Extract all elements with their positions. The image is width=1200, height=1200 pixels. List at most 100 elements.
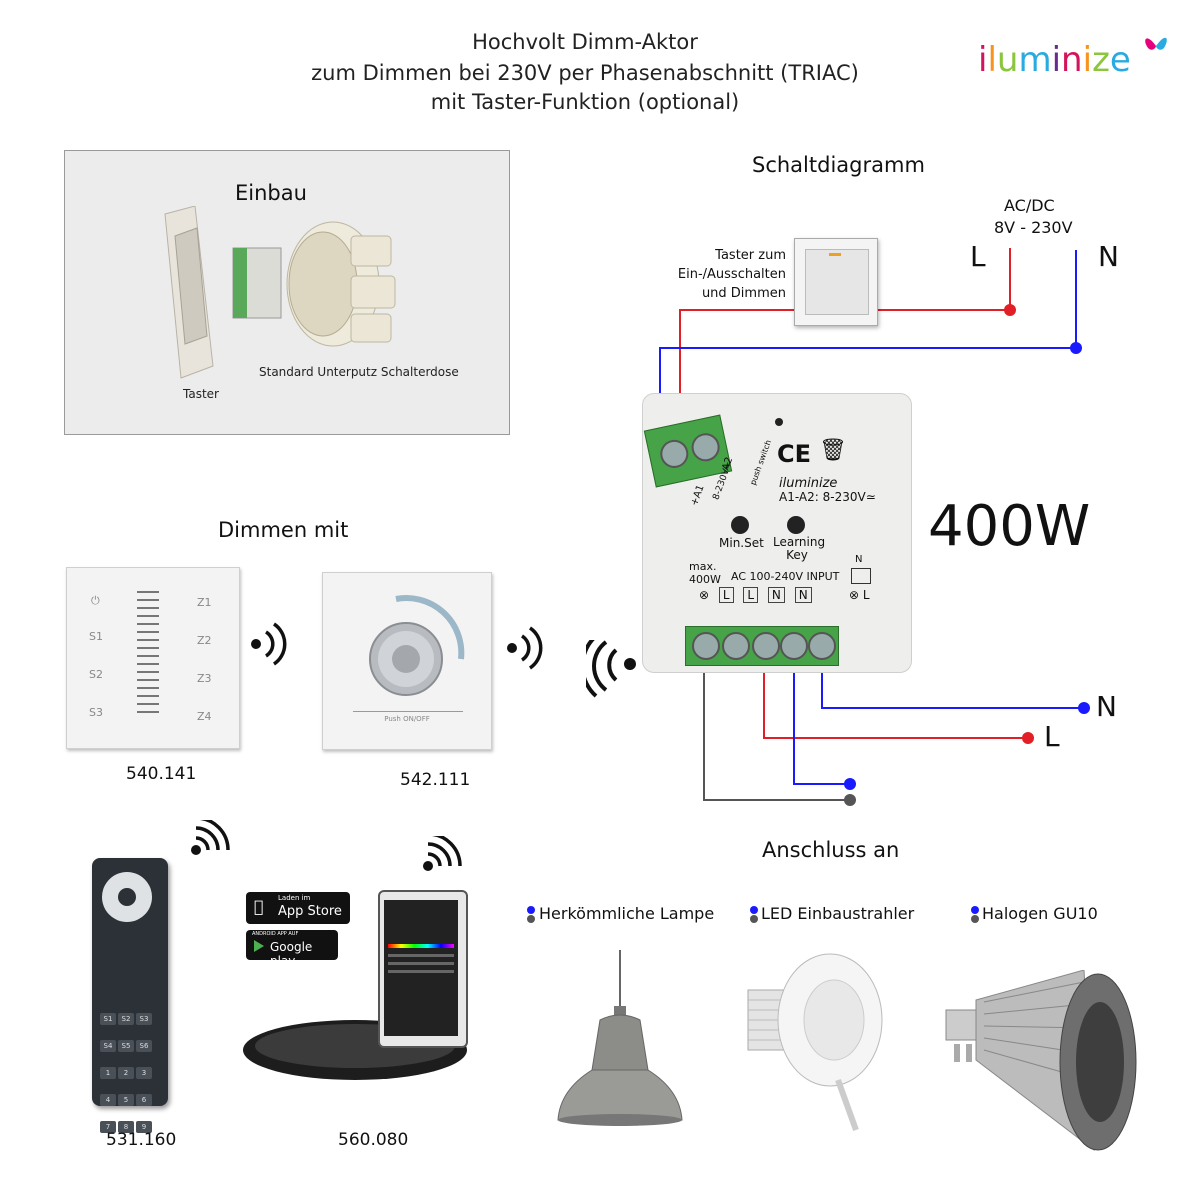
term-label-3: N xyxy=(767,587,785,603)
halogen-gu10-illustration xyxy=(945,970,1137,1152)
learning-key-button[interactable] xyxy=(787,516,805,534)
remote-key[interactable]: 3 xyxy=(136,1067,152,1079)
learning-key-label-2: Key xyxy=(786,548,808,562)
logo-letter: u xyxy=(996,40,1019,80)
led-downlight-illustration xyxy=(747,953,883,1132)
max-load-1: max. xyxy=(689,560,717,573)
output-N: N xyxy=(1096,690,1117,723)
app-store-badge[interactable]:  Laden im App Store xyxy=(246,892,350,924)
logo-letter: e xyxy=(1109,40,1131,80)
load-terminal-2 xyxy=(844,778,856,790)
brightness-slider[interactable] xyxy=(135,588,161,718)
ce-mark: CE xyxy=(777,440,812,468)
remote-key[interactable]: 6 xyxy=(136,1094,152,1106)
wire-live-input xyxy=(763,660,1028,739)
installation-panel: Einbau Taster Standard Unterputz Schalte… xyxy=(64,150,510,435)
module-rating: A1-A2: 8-230V≃ xyxy=(779,490,876,504)
logo-letter: i xyxy=(1051,40,1062,80)
lamp2-dot-ground xyxy=(750,915,758,923)
remote-key[interactable]: S6 xyxy=(136,1040,152,1052)
phone-screen xyxy=(384,900,458,1036)
remote-key[interactable]: 2 xyxy=(118,1067,134,1079)
junction-neutral xyxy=(1070,342,1082,354)
lamp1-dot-neutral xyxy=(527,906,535,914)
panel1-left-3: S3 xyxy=(89,706,103,719)
remote-key[interactable]: 4 xyxy=(100,1094,116,1106)
wire-live-supply xyxy=(876,248,1011,311)
appstore-label: App Store xyxy=(278,904,342,919)
title-line-3-bold: Taster-Funktion (optional) xyxy=(471,90,740,114)
remote-key[interactable]: 7 xyxy=(100,1121,116,1133)
installation-illustration xyxy=(164,206,396,379)
weee-icon: 🗑 xyxy=(819,438,847,463)
apple-icon:  xyxy=(254,897,264,916)
learning-key-label: Learning Key xyxy=(773,535,826,562)
lamp1-label: Herkömmliche Lampe xyxy=(539,904,715,923)
max-load-label: max. 400W xyxy=(689,560,721,586)
label-taster: Taster xyxy=(183,387,219,401)
max-load-2: 400W xyxy=(689,573,721,586)
wireless-signal-icon xyxy=(507,626,543,670)
term-label-4: N xyxy=(794,587,812,603)
remote-key[interactable]: S3 xyxy=(136,1013,152,1025)
remote-key[interactable]: S2 xyxy=(118,1013,134,1025)
lamps-heading: Anschluss an xyxy=(762,838,900,862)
google-play-badge[interactable]: ANDROID APP AUF Google play xyxy=(246,930,338,968)
panel1-right-2: Z2 xyxy=(197,634,212,647)
remote-key[interactable]: 8 xyxy=(118,1121,134,1133)
supply-label-2: 8V - 230V xyxy=(994,218,1073,237)
input-terminal-neutral xyxy=(1078,702,1090,714)
terminal-labels-row: ⊗ L L N N xyxy=(699,587,812,603)
lamp3-dot-ground xyxy=(971,915,979,923)
dimmer-module: +A1 -A2 8-230V≃ push switch CE 🗑 ilumini… xyxy=(642,393,912,673)
label-schalterdose: Standard Unterputz Schalterdose xyxy=(259,365,459,379)
logo-letter: m xyxy=(1018,40,1052,80)
lamp1-dot-ground xyxy=(527,915,535,923)
rotary-knob[interactable] xyxy=(341,589,471,719)
output-L: L xyxy=(1044,720,1060,753)
smartphone xyxy=(378,890,468,1048)
lamp3-dot-neutral xyxy=(971,906,979,914)
panel1-right-3: Z3 xyxy=(197,672,212,685)
remote-key[interactable]: 5 xyxy=(118,1094,134,1106)
module-brand: iluminize xyxy=(779,476,838,491)
supply-N: N xyxy=(1098,240,1119,273)
learning-key-label-1: Learning xyxy=(773,535,826,549)
switch-label-3: und Dimmen xyxy=(701,286,786,301)
remote-key[interactable]: 9 xyxy=(136,1121,152,1133)
term-a1: +A1 xyxy=(688,483,707,508)
status-led xyxy=(775,418,783,426)
hub-code: 560.080 xyxy=(338,1130,409,1150)
remote-key[interactable]: S1 xyxy=(100,1013,116,1025)
switch-label: Taster zum Ein-/Ausschalten und Dimmen xyxy=(656,246,786,303)
title-line-2: zum Dimmen bei 230V per Phasenabschnitt … xyxy=(311,61,859,85)
panel2-code: 542.111 xyxy=(400,770,471,790)
touch-panel-540141: ⏻ S1 S2 S3 Z1 Z2 Z3 Z4 xyxy=(66,567,240,749)
butterfly-icon xyxy=(1145,37,1167,50)
supply-L: L xyxy=(970,240,986,273)
wire-neutral-supply xyxy=(659,250,1077,430)
wireless-signal-icon xyxy=(586,640,636,698)
panel1-right-4: Z4 xyxy=(197,710,212,723)
remote-key[interactable]: S5 xyxy=(118,1040,134,1052)
power-rating: 400W xyxy=(928,494,1091,559)
remote-key[interactable]: 1 xyxy=(100,1067,116,1079)
googleplay-label: Google play xyxy=(270,940,313,968)
lamp2-dot-neutral xyxy=(750,906,758,914)
load-terminal-1 xyxy=(844,794,856,806)
panel1-left-1: S1 xyxy=(89,630,103,643)
min-set-button[interactable] xyxy=(731,516,749,534)
panel1-code: 540.141 xyxy=(126,764,197,784)
play-icon xyxy=(254,940,264,952)
remote-key[interactable]: S4 xyxy=(100,1040,116,1052)
title-line-3-prefix: mit xyxy=(430,90,472,114)
remote-code: 531.160 xyxy=(106,1130,177,1150)
googleplay-small: ANDROID APP AUF xyxy=(252,931,299,937)
power-icon: ⏻ xyxy=(91,594,100,607)
remote-dial[interactable] xyxy=(102,872,152,922)
rotary-divider xyxy=(353,711,463,712)
load-symbol-row: ⊗ L xyxy=(849,588,870,602)
